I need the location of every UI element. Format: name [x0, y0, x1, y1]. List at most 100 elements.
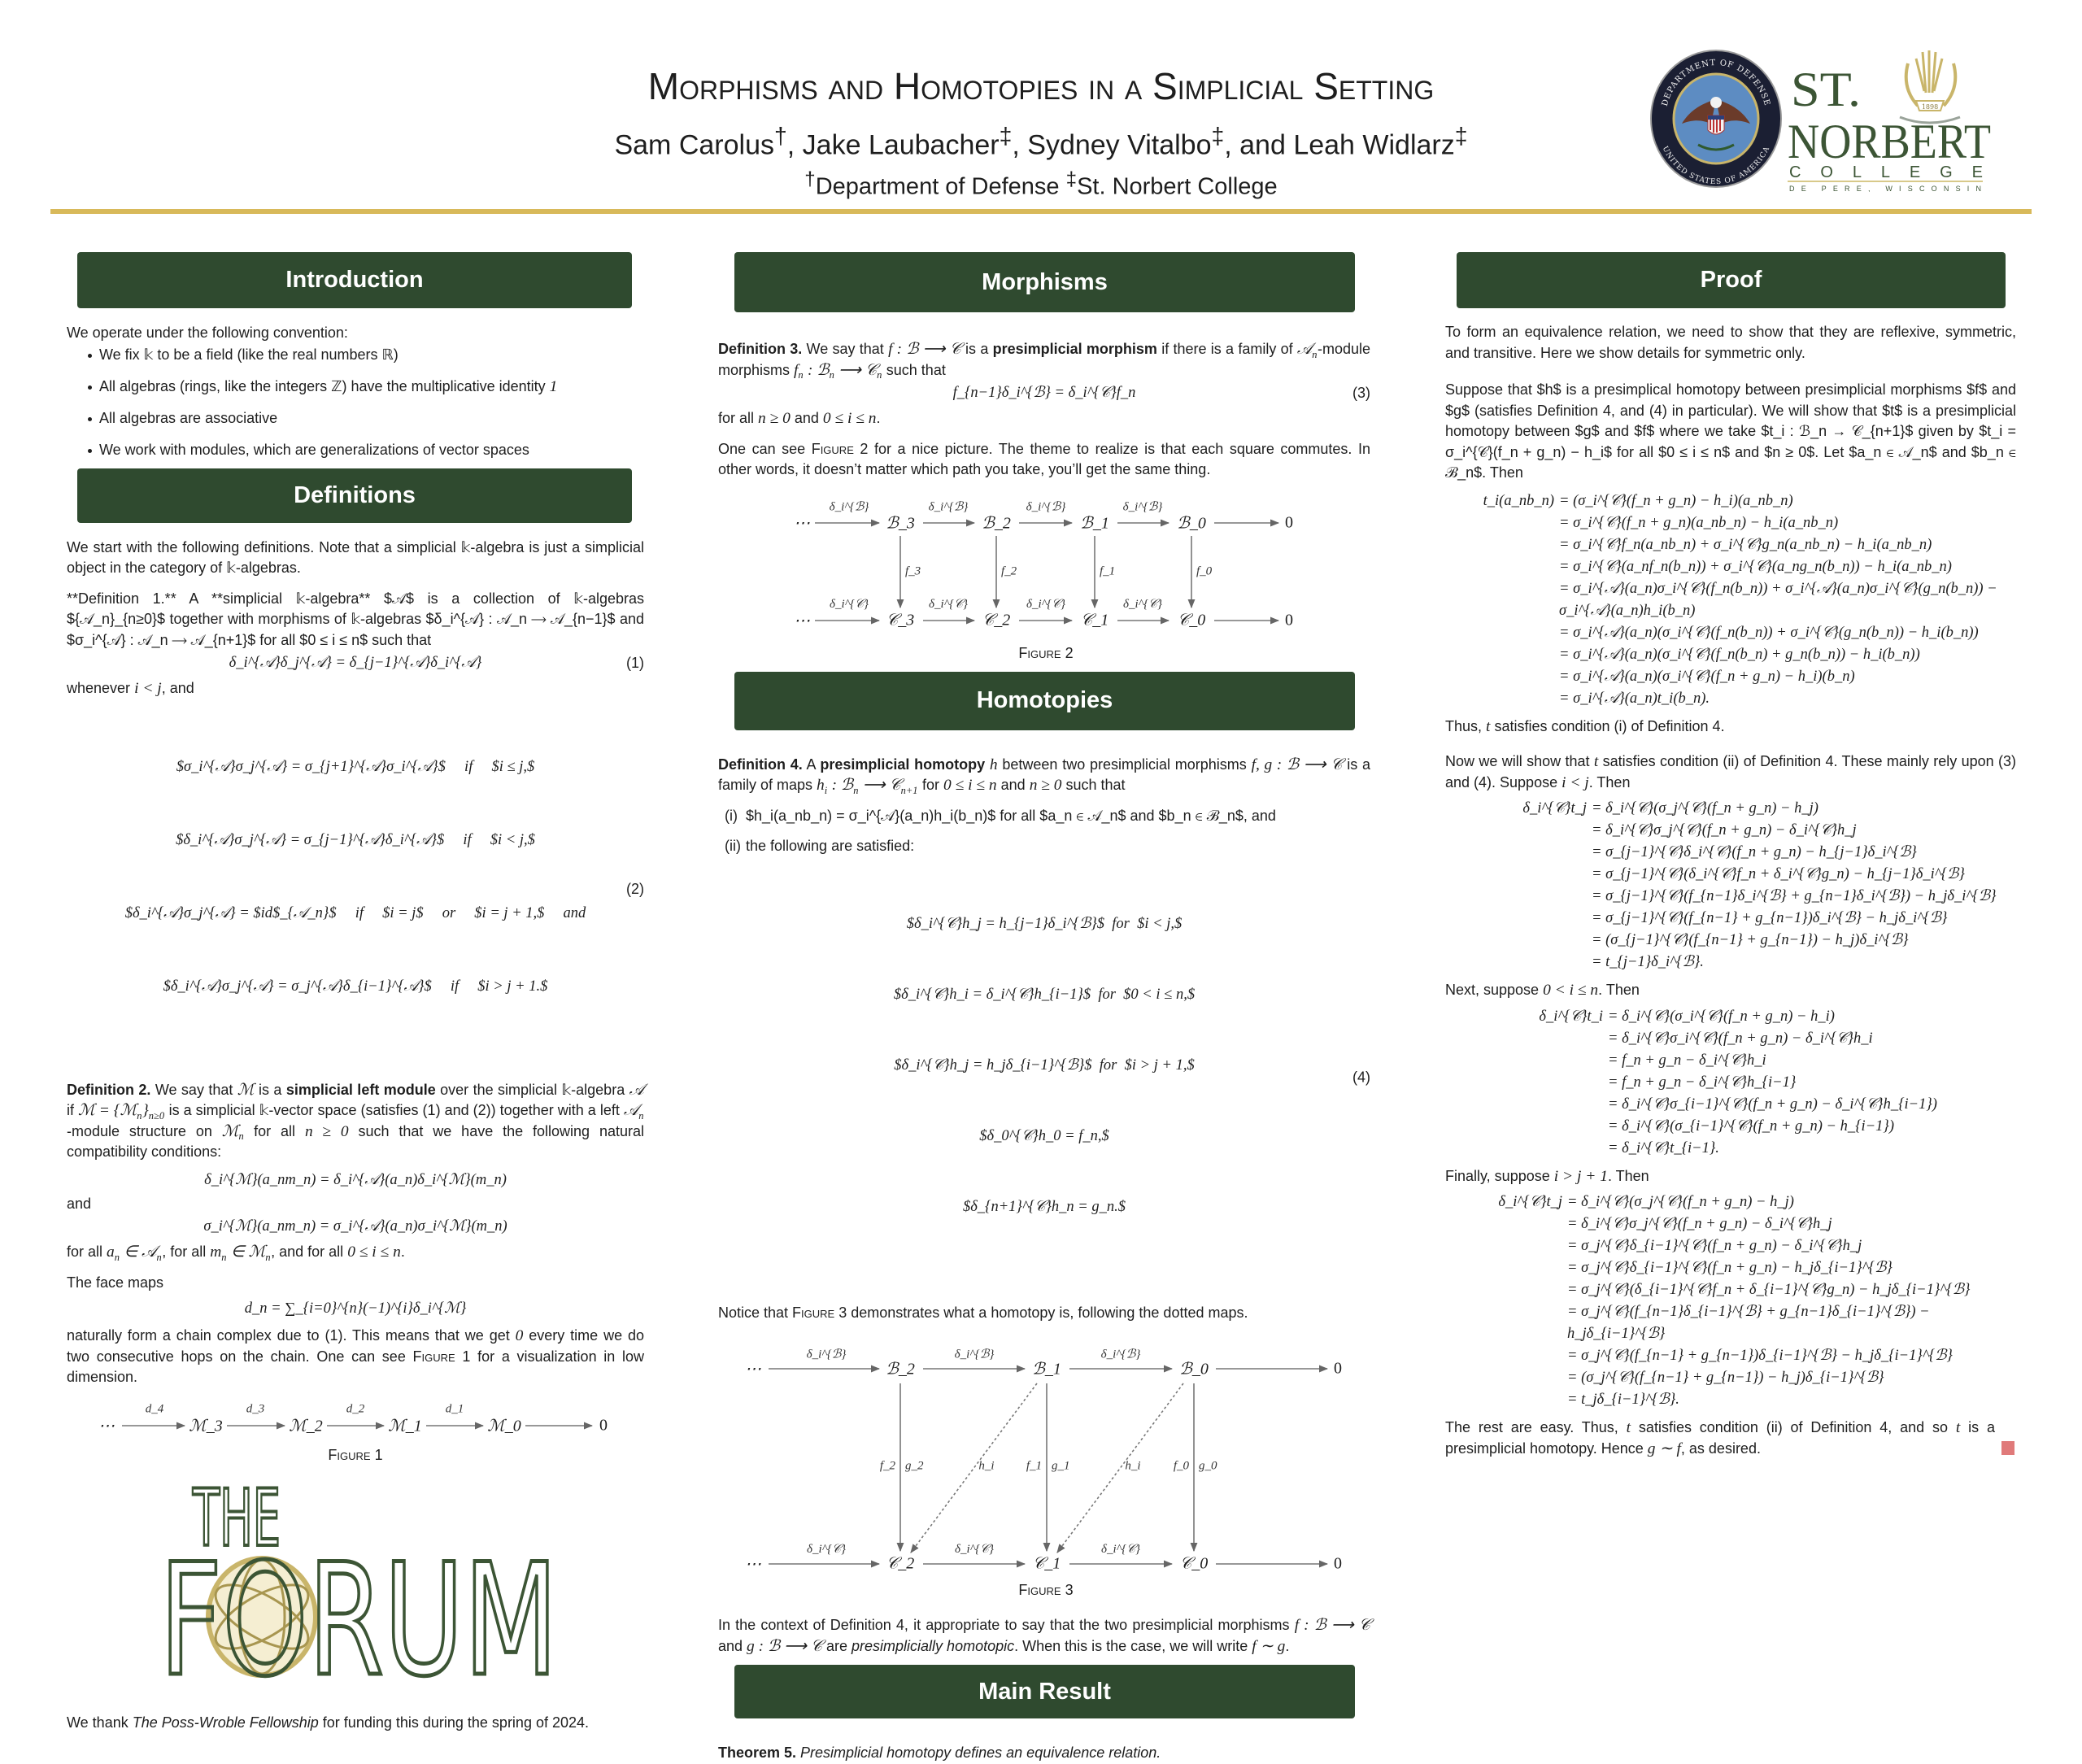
fig3-node: 0	[1332, 1554, 1344, 1574]
proof-intro: To form an equivalence relation, we need…	[1445, 324, 2016, 361]
equation-number: (4)	[1352, 1069, 1370, 1085]
align-row: = (σ_i^{𝒞}(f_n + g_n) − h_i)(a_nb_n)	[1559, 492, 1793, 509]
author-name: Jake Laubacher	[802, 129, 1000, 161]
fig3-f-label: f_0	[1173, 1459, 1189, 1473]
align-row: = σ_i^{𝒞}(a_nf_n(b_n)) + σ_i^{𝒞}(a_ng_n(…	[1559, 558, 1952, 575]
affiliations: †Department of Defense ‡St. Norbert Coll…	[0, 165, 2082, 202]
fig1-node: ℳ_0	[486, 1415, 523, 1435]
author-mark: ‡	[1211, 124, 1225, 150]
author-list: Sam Carolus†, Jake Laubacher‡, Sydney Vi…	[0, 119, 2082, 163]
fig3-node: 𝒞_1	[1030, 1554, 1063, 1574]
fig2-vertical-label: f_2	[1001, 564, 1017, 577]
equation-1: δ_i^{𝒜}δ_j^{𝒜} = δ_{j−1}^{𝒜}δ_i^{𝒜}	[229, 655, 482, 671]
align-block-condition-i: t_i(a_nb_n) = (σ_i^{𝒞}(f_n + g_n) − h_i)(…	[1445, 490, 2016, 710]
align-lhs: δ_i^{𝒞}t_i	[1539, 1008, 1603, 1025]
align-lhs: δ_i^{𝒞}t_j	[1522, 800, 1587, 817]
proof-setup: Suppose that $h$ is a presimplical homot…	[1445, 381, 2016, 481]
condition-label: (i)	[725, 807, 738, 824]
align-row: = δ_i^{𝒞}(σ_{i−1}^{𝒞}(f_n + g_n) − h_{i−…	[1608, 1117, 1894, 1135]
affiliation: St. Norbert College	[1077, 173, 1278, 200]
fig1-label: d_3	[246, 1402, 265, 1415]
align-row: = σ_j^{𝒞}δ_{i−1}^{𝒞}(f_n + g_n) − δ_i^{𝒞…	[1567, 1238, 1862, 1254]
section-banner-introduction: Introduction	[77, 252, 632, 308]
proof-condition-ii-intro: Now we will show that t satisfies condit…	[1445, 753, 2016, 791]
logo-norbert: NORBERT	[1788, 115, 1991, 168]
align-lhs: δ_i^{𝒞}t_j	[1498, 1194, 1562, 1210]
affiliation-mark: †	[804, 168, 816, 190]
equation-number: (2)	[626, 880, 644, 897]
fig2-node: 0	[1283, 611, 1295, 629]
fig3-label: δ_i^{ℬ}	[1100, 1348, 1141, 1361]
align-row: = σ_j^{𝒞}δ_{i−1}^{𝒞}(f_n + g_n) − h_jδ_{…	[1567, 1260, 1893, 1276]
fig2-node: 𝒞_2	[980, 611, 1013, 629]
align-row: = δ_i^{𝒞}σ_i^{𝒞}(f_n + g_n) − δ_i^{𝒞}h_i	[1608, 1030, 1873, 1047]
proof-finally: Finally, suppose i > j + 1. Then	[1445, 1167, 1649, 1185]
definition-2: Definition 2. We say that ℳ is a simplic…	[67, 1081, 645, 1161]
logo-st: ST.	[1791, 63, 1861, 116]
homotopic-definition-text: In the context of Definition 4, it appro…	[718, 1617, 1370, 1655]
proof-thus: Thus, t satisfies condition (i) of Defin…	[1445, 717, 1725, 735]
fig3-label: δ_i^{𝒞}	[807, 1543, 846, 1556]
acknowledgement: We thank The Poss-Wroble Fellowship for …	[67, 1714, 590, 1731]
equation-face-compat: δ_i^{ℳ}(a_nm_n) = δ_i^{𝒜}(a_n)δ_i^{ℳ}(m_…	[204, 1171, 507, 1188]
affiliation: Department of Defense	[815, 173, 1060, 200]
intro-bullet: We fix 𝕜 to be a field (like the real nu…	[67, 345, 644, 365]
figure-2-description: One can see Figure 2 for a nice picture.…	[718, 440, 1370, 478]
equation-line: $δ_{n+1}^{𝒞}h_n = g_n.$	[962, 1198, 1126, 1215]
fig2-label: δ_i^{𝒞}	[929, 597, 968, 611]
fig2-node: ℬ_3	[884, 512, 917, 533]
align-row: = σ_i^{𝒜}(a_n)t_i(b_n).	[1559, 690, 1710, 707]
proof-next: Next, suppose 0 < i ≤ n. Then	[1445, 982, 1640, 999]
theorem-5: Theorem 5. Presimplicial homotopy define…	[718, 1744, 1161, 1761]
align-row: = δ_i^{𝒞}σ_{i−1}^{𝒞}(f_n + g_n) − δ_i^{𝒞…	[1608, 1095, 1937, 1113]
equation-3-row: f_{n−1}δ_i^{ℬ} = δ_i^{𝒞}f_n (3)	[718, 382, 1370, 403]
align-row: = t_{j−1}δ_i^{ℬ}.	[1592, 954, 1704, 970]
fig2-label: δ_i^{ℬ}	[829, 500, 869, 513]
equation-line: $δ_i^{𝒞}h_i = δ_i^{𝒞}h_{i−1}$ for $0 < i…	[893, 986, 1196, 1003]
section-banner-homotopies: Homotopies	[734, 671, 1355, 730]
fig3-g-label: g_2	[905, 1459, 924, 1473]
eagle-wings-icon	[1682, 99, 1750, 124]
align-row: = σ_i^{𝒜}(a_n)σ_i^{𝒞}(f_n(b_n)) + σ_i^{𝒜…	[1559, 580, 1997, 619]
definition-4: Definition 4. A presimplicial homotopy h…	[718, 756, 1370, 796]
fig3-node: 0	[1332, 1359, 1344, 1379]
fig1-label: d_1	[445, 1402, 464, 1415]
fig1-node: ⋯	[97, 1415, 116, 1435]
fig3-g-label: g_0	[1199, 1459, 1217, 1473]
fig1-node: ℳ_1	[386, 1415, 424, 1435]
dod-seal-logo: DEPARTMENT OF DEFENSE UNITED STATES OF A…	[1650, 50, 1782, 188]
align-row: = δ_i^{𝒞}(σ_i^{𝒞}(f_n + g_n) − h_i)	[1608, 1008, 1835, 1025]
fig3-node: ℬ_2	[884, 1358, 917, 1379]
fig3-node: 𝒞_2	[884, 1554, 917, 1574]
and-text: and	[67, 1195, 92, 1212]
definition-1: **Definition 1.** A **simplicial 𝕜-algeb…	[67, 590, 644, 648]
forum-logo-forum: FORUM	[159, 1531, 558, 1685]
align-block-i-less-j: δ_i^{𝒞}t_j= δ_i^{𝒞}(σ_j^{𝒞}(f_n + g_n) −…	[1445, 798, 2016, 973]
author-mark: †	[773, 124, 787, 150]
align-lhs: t_i(a_nb_n)	[1483, 492, 1554, 509]
align-row: = δ_i^{𝒞}σ_j^{𝒞}(f_n + g_n) − δ_i^{𝒞}h_j	[1592, 822, 1857, 838]
fig2-vertical-label: f_3	[905, 564, 921, 577]
crest-year: 1898	[1922, 103, 1938, 111]
fig2-label: δ_i^{𝒞}	[830, 597, 869, 611]
align-row: = σ_i^{𝒞}f_n(a_nb_n) + σ_i^{𝒞}g_n(a_nb_n…	[1559, 536, 1932, 553]
forall-text: for all a​n ∈ 𝒜​n, for all m​n ∈ ℳ​n, an…	[67, 1244, 405, 1263]
align-row: = σ_i^{𝒜}(a_n)(σ_i^{𝒞}(f_n(b_n) + g_n(b_…	[1559, 646, 1920, 663]
align-row: = σ_{j−1}^{𝒞}(δ_i^{𝒞}f_n + δ_i^{𝒞}g_n) −…	[1592, 866, 1965, 882]
equation-4: $δ_i^{𝒞}h_j = h_{j−1}δ_i^{ℬ}$ for $i < j…	[718, 865, 1370, 1290]
figure-2: ⋯ ℬ_3 ℬ_2 ℬ_1 ℬ_0 0 ⋯ 𝒞_3 𝒞_2 𝒞_1 𝒞_0 0 …	[718, 499, 1370, 635]
poster: Morphisms and Homotopies in a Simplicial…	[0, 50, 2082, 1761]
condition-label: (ii)	[725, 838, 741, 854]
figure-caption: Figure 3	[1018, 1582, 1074, 1598]
condition-text: $h_i(a_nb_n) = σ_i^{𝒜}(a_n)h_i(b_n)$ for…	[746, 807, 1276, 824]
author-mark: ‡	[999, 124, 1013, 150]
author-separator: , and	[1224, 129, 1294, 161]
align-row: = δ_i^{𝒞}(σ_j^{𝒞}(f_n + g_n) − h_j)	[1567, 1194, 1794, 1210]
poster-title: Morphisms and Homotopies in a Simplicial…	[647, 65, 1435, 107]
qed-square-icon	[2001, 1441, 2014, 1455]
align-row: = σ_j^{𝒞}(δ_{i−1}^{𝒞}f_n + δ_{i−1}^{𝒞}g_…	[1567, 1282, 1971, 1298]
fig1-node: 0	[598, 1416, 609, 1435]
figure-3-description: Notice that Figure 3 demonstrates what a…	[718, 1304, 1248, 1321]
chain-complex-text: naturally form a chain complex due to (1…	[67, 1327, 644, 1385]
fig2-label: δ_i^{ℬ}	[1122, 500, 1163, 513]
